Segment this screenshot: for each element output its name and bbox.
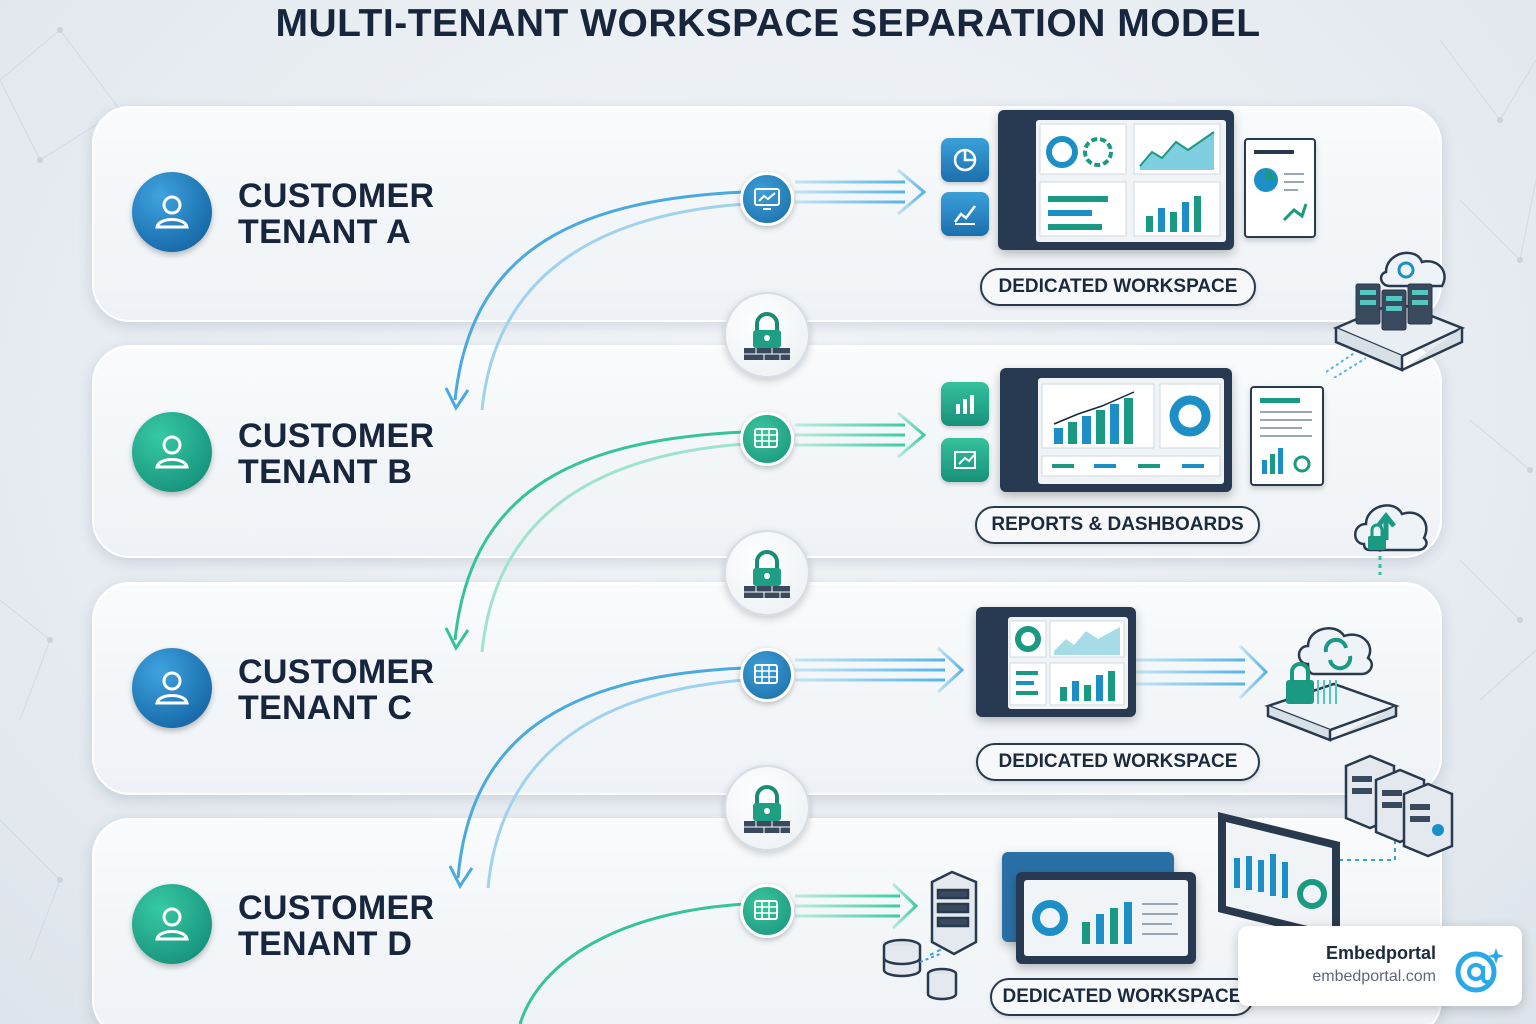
tenant-a-user-icon — [132, 172, 212, 252]
server-rack-icon — [1344, 754, 1454, 858]
tenant-a-label: CUSTOMER TENANT A — [238, 178, 434, 250]
tenant-b-label: CUSTOMER TENANT B — [238, 418, 434, 490]
tenant-b-workspace-label: REPORTS & DASHBOARDS — [975, 506, 1260, 544]
tenant-b-line1: CUSTOMER — [238, 417, 435, 455]
cloud-upload-lock-icon — [1354, 504, 1428, 552]
tenant-c-line2: TENANT C — [238, 689, 413, 727]
report-document-icon — [1244, 138, 1316, 238]
tenant-d-label: CUSTOMER TENANT D — [238, 890, 434, 962]
tenant-c-dashboard-screen — [976, 607, 1136, 717]
tenant-a-workspace-label: DEDICATED WORKSPACE — [980, 268, 1256, 306]
tenant-b-dashboard-screen — [1000, 368, 1232, 492]
tenant-a-line1: CUSTOMER — [238, 177, 435, 215]
tenant-d-line2: TENANT D — [238, 925, 413, 963]
tenant-a-data-node-icon — [740, 172, 794, 226]
tenant-c-user-icon — [132, 648, 212, 728]
brand-name: Embedportal — [1325, 943, 1436, 963]
separator-padlock-firewall-icon — [724, 530, 810, 616]
tenant-c-line1: CUSTOMER — [238, 653, 435, 691]
line-chart-icon — [941, 192, 989, 236]
tenant-d-workspace-label: DEDICATED WORKSPACE — [990, 978, 1254, 1016]
separator-padlock-firewall-icon — [724, 765, 810, 851]
tenant-d-user-icon — [132, 884, 212, 964]
page-title: MULTI-TENANT WORKSPACE SEPARATION MODEL — [275, 2, 1261, 45]
tenant-b-data-node-icon — [740, 412, 794, 466]
cloud-sync-lock-icon — [1264, 627, 1400, 742]
tenant-d-line1: CUSTOMER — [238, 889, 435, 927]
brand-url: embedportal.com — [1312, 968, 1436, 985]
tenant-b-line2: TENANT B — [238, 453, 413, 491]
monitor-chart-icon — [1218, 812, 1340, 942]
edit-chart-icon — [941, 438, 989, 482]
embedportal-logo-card[interactable]: Embedportal embedportal.com — [1238, 926, 1522, 1006]
pie-chart-icon — [941, 138, 989, 182]
tenant-a-line2: TENANT A — [238, 213, 412, 251]
server-cloud-icon — [1326, 251, 1466, 378]
database-icon — [882, 870, 978, 1001]
separator-padlock-firewall-icon — [724, 292, 810, 378]
tenant-c-workspace-label: DEDICATED WORKSPACE — [976, 743, 1260, 781]
tenant-d-data-node-icon — [740, 884, 794, 938]
tenant-a-dashboard-screen — [998, 110, 1234, 250]
tenant-b-user-icon — [132, 412, 212, 492]
report-document-icon — [1250, 386, 1324, 486]
tenant-d-dashboard-screen-front — [1016, 872, 1196, 964]
bar-chart-icon — [941, 382, 989, 426]
tenant-c-label: CUSTOMER TENANT C — [238, 654, 434, 726]
tenant-c-data-node-icon — [740, 648, 794, 702]
at-sign-icon — [1455, 948, 1504, 993]
